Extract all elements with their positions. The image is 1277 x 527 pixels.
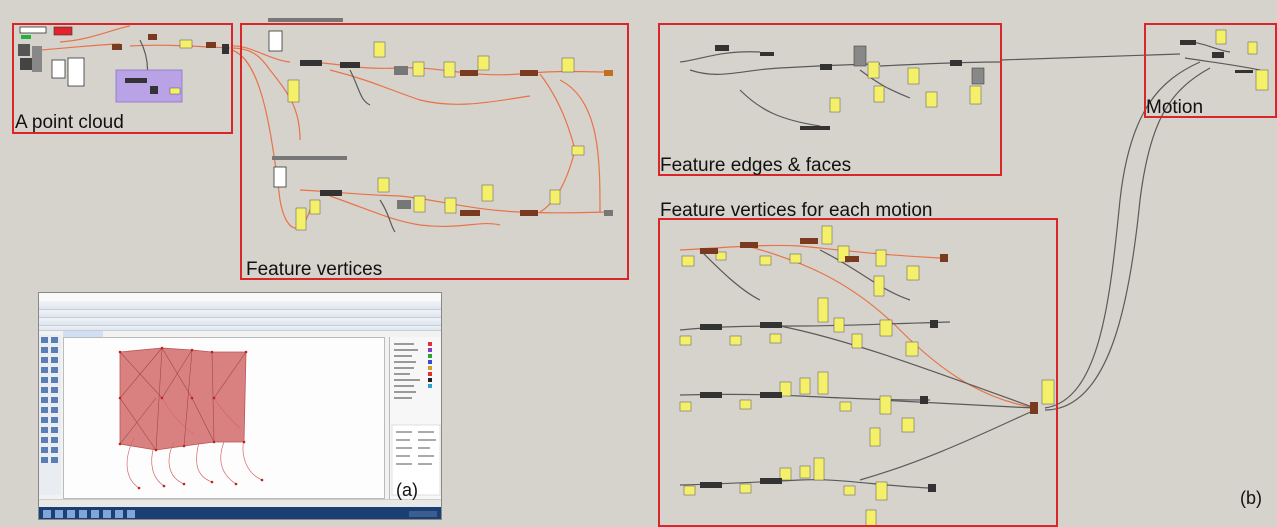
rhino-perspective-viewport (63, 337, 385, 499)
rhino-toolbar (39, 318, 441, 326)
group-motion-label: Motion (1146, 97, 1204, 118)
windows-taskbar (39, 507, 441, 519)
rhino-toolbar (39, 302, 441, 310)
group-feature-vertices[interactable] (240, 23, 629, 280)
rhino-toolbar (39, 310, 441, 318)
rhino-tool-icons (41, 337, 58, 463)
rhino-toolbar (39, 326, 441, 331)
rhino-menu-bar (39, 293, 441, 301)
group-feature-vertices-each-motion[interactable] (658, 218, 1058, 527)
figure-tag-a: (a) (396, 480, 418, 500)
group-feature-edges-faces-label: Feature edges & faces (660, 155, 852, 176)
rhino-left-toolbar (39, 335, 61, 495)
group-feature-edges-faces[interactable] (658, 23, 1002, 176)
group-point-cloud-label: A point cloud (15, 112, 124, 133)
rhino-panel-rows (391, 342, 441, 496)
group-motion[interactable] (1144, 23, 1277, 118)
group-feature-vertices-each-motion-label: Feature vertices for each motion (660, 200, 933, 221)
rhino-viewport-tab (63, 331, 103, 337)
figure-tag-b: (b) (1240, 488, 1262, 508)
group-point-cloud[interactable] (12, 23, 233, 134)
taskbar-icons (43, 510, 437, 518)
rhino-viewport-inset (38, 292, 442, 520)
rhino-layers-panel (389, 337, 441, 499)
rhino-surface-model (118, 346, 264, 490)
group-feature-vertices-label: Feature vertices (246, 259, 383, 280)
rhino-status-bar (39, 499, 441, 507)
